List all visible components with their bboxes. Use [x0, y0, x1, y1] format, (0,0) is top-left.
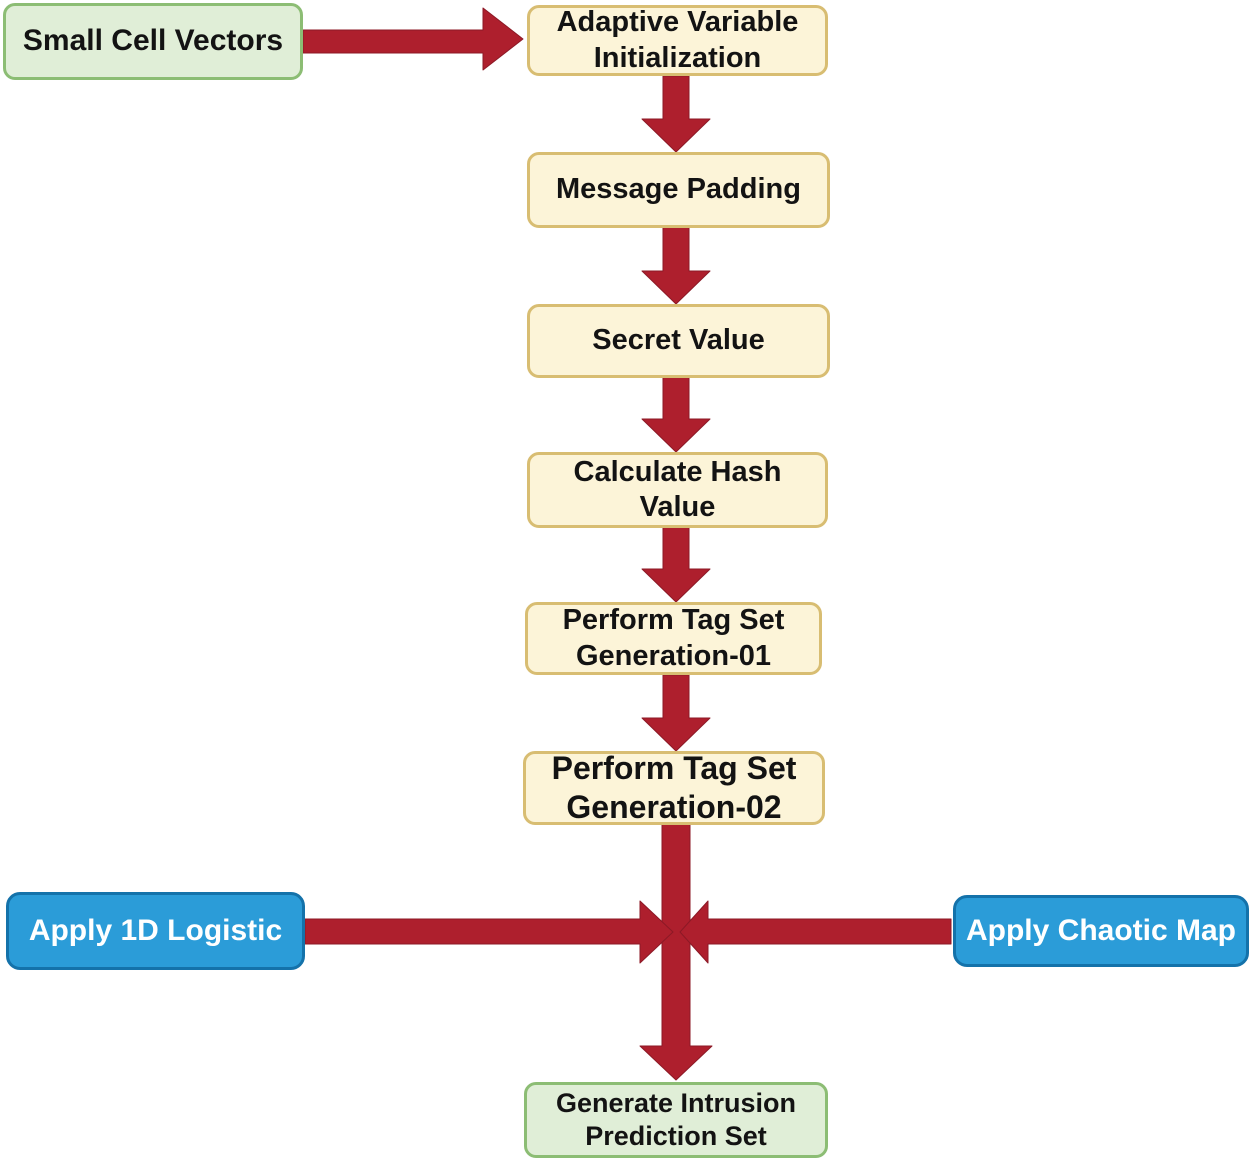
node-small-cell-vectors-label: Small Cell Vectors [22, 24, 284, 58]
node-secret-value-label: Secret Value [592, 324, 765, 357]
node-secret-value: Secret Value [527, 304, 830, 378]
arrow-secret-to-hash-icon [641, 375, 711, 453]
node-calculate-hash-value-label: Calculate Hash Value [573, 455, 782, 523]
node-apply-chaotic-map-label: Apply Chaotic Map [965, 913, 1236, 947]
node-adaptive-variable-initialization-label: Adaptive Variable Initialization [556, 6, 799, 74]
arrow-tag01-to-tag02-icon [641, 674, 711, 752]
node-adaptive-variable-initialization: Adaptive Variable Initialization [527, 5, 828, 76]
node-generate-intrusion-prediction-set: Generate Intrusion Prediction Set [524, 1082, 828, 1158]
node-generate-intrusion-prediction-set-label: Generate Intrusion Prediction Set [555, 1088, 797, 1151]
node-message-padding-label: Message Padding [556, 173, 801, 206]
node-small-cell-vectors: Small Cell Vectors [3, 3, 303, 80]
arrow-adaptive-to-padding-icon [641, 75, 711, 153]
node-perform-tag-set-generation-02-label: Perform Tag Set Generation-02 [551, 749, 797, 825]
node-perform-tag-set-generation-01-label: Perform Tag Set Generation-01 [562, 604, 785, 672]
arrow-chaotic-merge-icon [679, 900, 952, 964]
arrow-tag02-to-generate-icon [639, 822, 713, 1081]
node-message-padding: Message Padding [527, 152, 830, 228]
arrow-small-cell-to-adaptive-icon [302, 7, 524, 71]
node-perform-tag-set-generation-02: Perform Tag Set Generation-02 [523, 749, 825, 825]
arrow-padding-to-secret-icon [641, 225, 711, 305]
node-apply-1d-logistic-label: Apply 1D Logistic [28, 913, 283, 947]
arrow-hash-to-tag01-icon [641, 525, 711, 603]
node-apply-chaotic-map: Apply Chaotic Map [953, 895, 1249, 967]
node-apply-1d-logistic: Apply 1D Logistic [6, 892, 305, 970]
node-calculate-hash-value: Calculate Hash Value [527, 452, 828, 528]
node-perform-tag-set-generation-01: Perform Tag Set Generation-01 [525, 602, 822, 675]
arrow-logistic-merge-icon [304, 900, 674, 964]
